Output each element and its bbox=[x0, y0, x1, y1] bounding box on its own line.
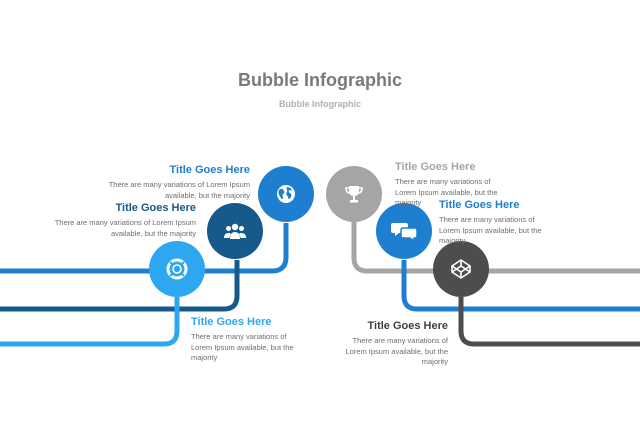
text-block-chat: Title Goes Here There are many variation… bbox=[439, 199, 554, 247]
connector-line-globe bbox=[0, 223, 289, 274]
bubble-globe bbox=[258, 166, 314, 222]
page-title: Bubble Infographic bbox=[238, 70, 402, 90]
page-subtitle: Bubble Infographic bbox=[279, 99, 361, 109]
block-title: Title Goes Here bbox=[367, 320, 449, 332]
block-title: Title Goes Here bbox=[439, 199, 520, 211]
connector-line-chat bbox=[401, 260, 640, 312]
lifebuoy-icon bbox=[166, 258, 188, 280]
bubble-trophy bbox=[326, 166, 382, 222]
chat-bubbles-icon bbox=[391, 223, 417, 243]
connector-line-users bbox=[0, 260, 240, 312]
users-icon bbox=[224, 223, 246, 239]
block-text: There are many variations of Lorem Ipsum… bbox=[54, 218, 196, 238]
bubble-codepen bbox=[433, 241, 489, 297]
block-title: Title Goes Here bbox=[191, 316, 272, 328]
bubble-chat bbox=[376, 203, 432, 259]
connector-line-trophy bbox=[351, 222, 640, 274]
block-text: There are many variations of Lorem Ipsum… bbox=[108, 180, 250, 200]
bubble-lifebuoy bbox=[149, 241, 205, 297]
text-block-lifebuoy: Title Goes Here There are many variation… bbox=[191, 316, 306, 364]
block-text: There are many variations of Lorem Ipsum… bbox=[191, 332, 294, 362]
bubble-users bbox=[207, 203, 263, 259]
codepen-icon bbox=[451, 259, 471, 279]
block-title: Title Goes Here bbox=[395, 161, 476, 173]
connector-line-lifebuoy bbox=[0, 297, 180, 347]
globe-icon bbox=[277, 185, 295, 203]
connector-line-codepen bbox=[458, 297, 640, 347]
block-title: Title Goes Here bbox=[115, 202, 197, 214]
trophy-icon bbox=[345, 186, 363, 203]
text-block-globe: Title Goes Here There are many variation… bbox=[90, 164, 250, 201]
block-title: Title Goes Here bbox=[169, 164, 251, 176]
block-text: There are many variations of Lorem Ipsum… bbox=[439, 215, 542, 245]
block-text: There are many variations of Lorem Ipsum… bbox=[345, 336, 448, 366]
text-block-users: Title Goes Here There are many variation… bbox=[36, 202, 196, 239]
text-block-codepen: Title Goes Here There are many variation… bbox=[330, 320, 448, 368]
text-block-trophy: Title Goes Here There are many variation… bbox=[395, 161, 510, 209]
block-text: There are many variations of Lorem Ipsum… bbox=[395, 177, 498, 207]
